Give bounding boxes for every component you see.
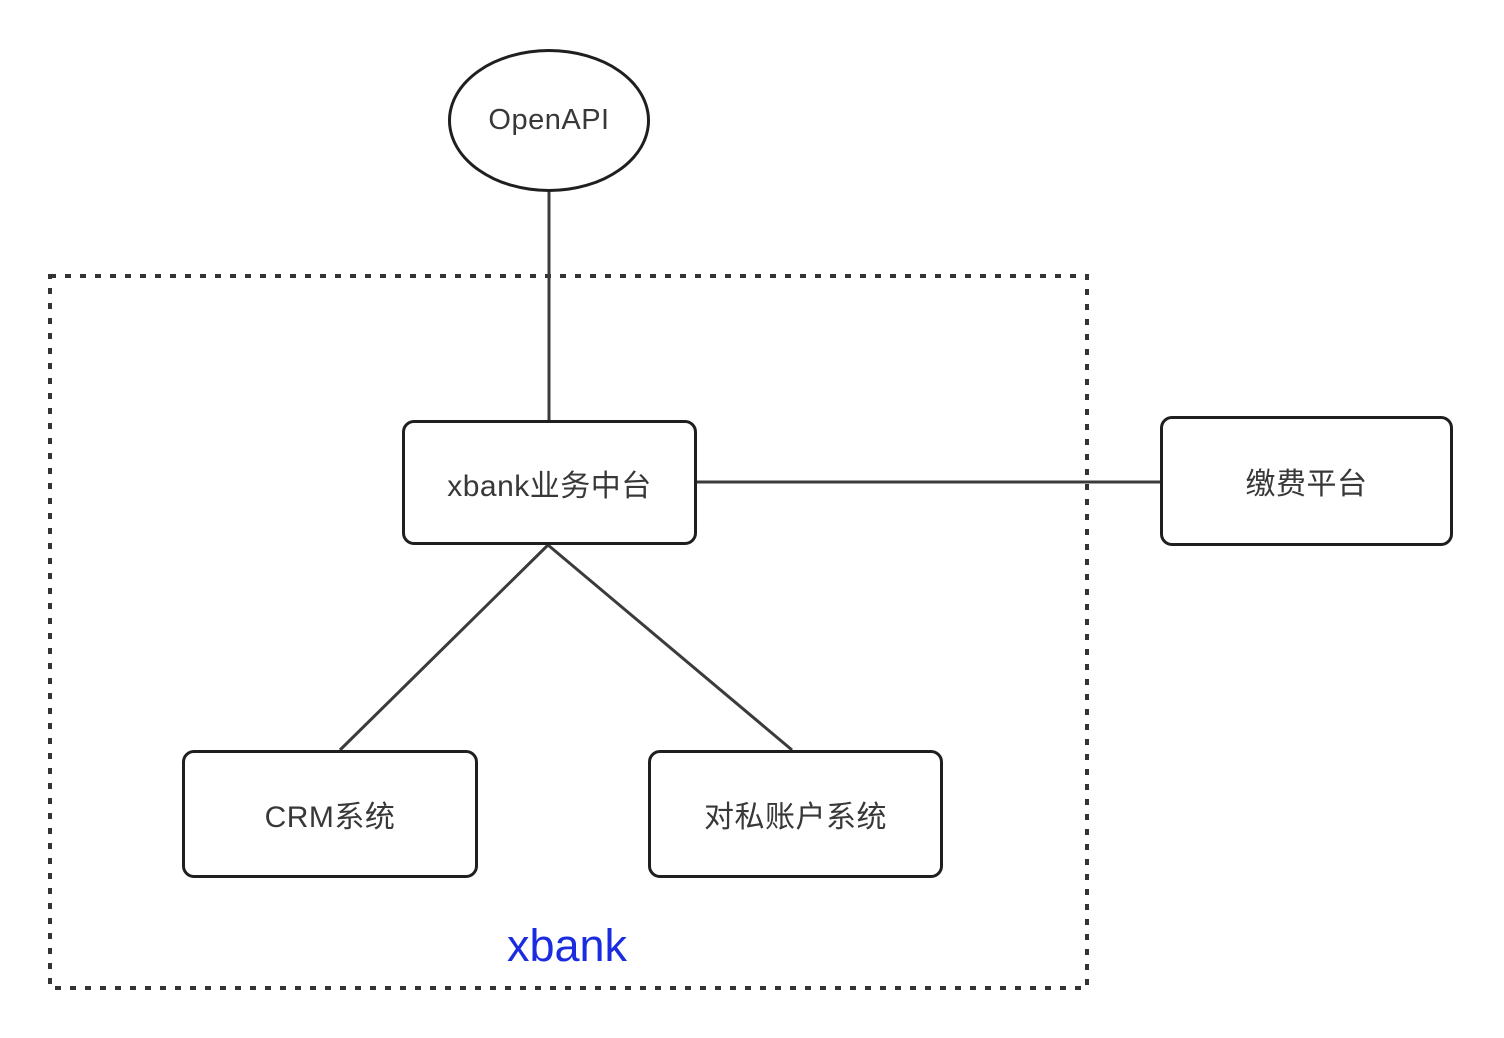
edge-hub-personal-account [547, 543, 793, 752]
node-openapi: OpenAPI [448, 49, 650, 192]
node-personal-account-system-label: 对私账户系统 [704, 801, 887, 834]
node-openapi-label: OpenAPI [488, 104, 610, 136]
xbank-boundary-dotted-rect [48, 274, 1089, 990]
node-payment-platform-label: 缴费平台 [1245, 468, 1368, 501]
node-xbank-hub: xbank业务中台 [402, 420, 697, 545]
node-xbank-hub-label: xbank业务中台 [447, 469, 652, 503]
edge-hub-crm [338, 543, 550, 752]
node-payment-platform: 缴费平台 [1160, 416, 1453, 546]
node-crm-system: CRM系统 [182, 750, 478, 878]
xbank-boundary-label: xbank [506, 920, 628, 971]
node-personal-account-system: 对私账户系统 [648, 750, 943, 878]
node-crm-system-label: CRM系统 [264, 801, 396, 834]
